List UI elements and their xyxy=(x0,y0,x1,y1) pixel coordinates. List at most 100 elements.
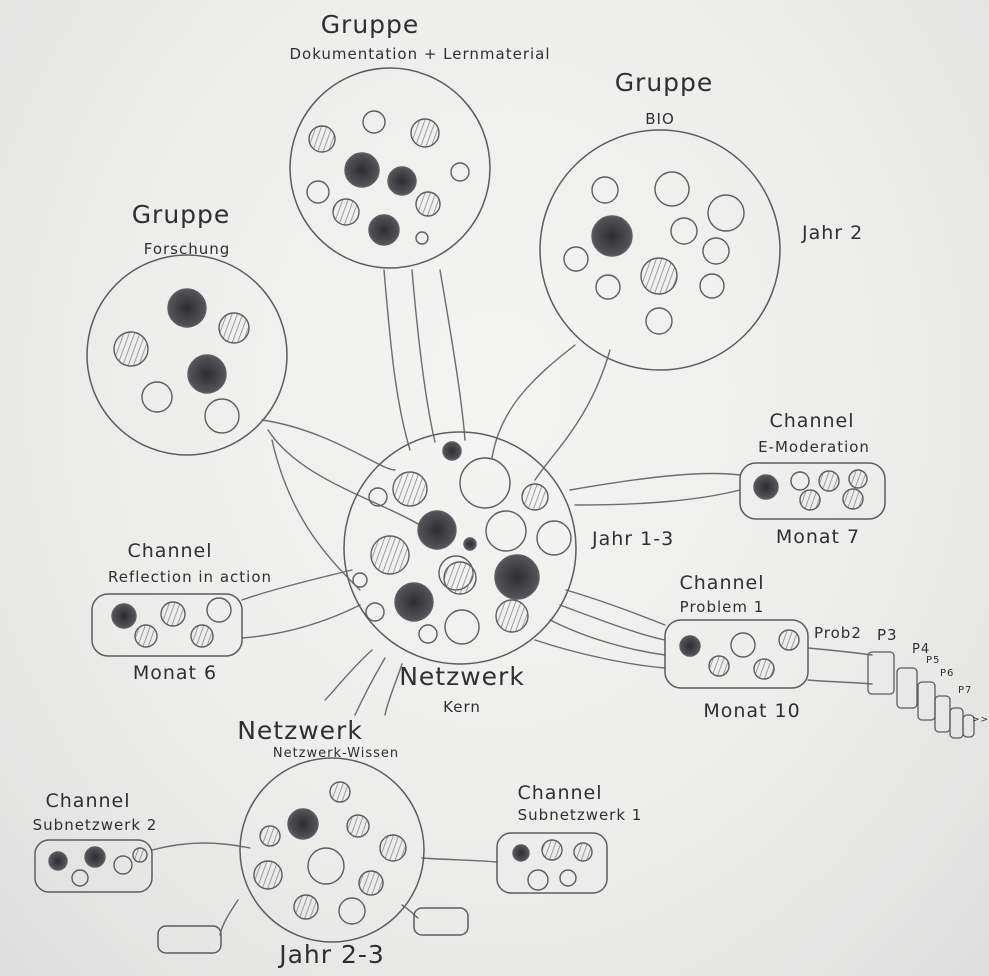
member-dot-hatched xyxy=(379,834,407,862)
channel-emoderation-box xyxy=(739,462,886,520)
member-dot-open xyxy=(699,273,725,299)
connector-problem-chain xyxy=(807,647,873,656)
member-dot-dark xyxy=(463,537,477,551)
connector-bio-core xyxy=(534,349,611,481)
core-title: Netzwerk xyxy=(399,662,525,691)
member-dot-dark xyxy=(167,288,207,328)
connector-problem-chain xyxy=(807,679,873,685)
wissen-subtitle: Netzwerk-Wissen xyxy=(272,746,400,761)
core-note: Jahr 1-3 xyxy=(592,528,675,550)
connector-forschung-core xyxy=(271,439,361,591)
member-dot-open xyxy=(113,855,133,875)
member-dot-dark xyxy=(387,166,417,196)
member-dot-hatched xyxy=(218,312,250,344)
member-dot-open xyxy=(418,624,438,644)
member-dot-dark xyxy=(344,152,380,188)
group-forschung-circle xyxy=(86,254,288,456)
member-dot-hatched xyxy=(415,191,441,217)
member-dot-hatched xyxy=(134,624,158,648)
problem-chain-label: P7 xyxy=(958,685,973,696)
group-doku-subtitle: Dokumentation + Lernmaterial xyxy=(289,45,551,63)
member-dot-dark xyxy=(84,846,106,868)
problem-chain-box xyxy=(896,667,918,709)
member-dot-open xyxy=(559,869,577,887)
problem-chain-label: P5 xyxy=(926,655,941,666)
problem-chain-box xyxy=(917,681,936,721)
member-dot-open xyxy=(527,869,549,891)
member-dot-hatched xyxy=(753,658,775,680)
member-dot-hatched xyxy=(521,483,549,511)
member-dot-open xyxy=(365,602,385,622)
channel-sub1-title: Channel xyxy=(517,782,603,804)
member-dot-open xyxy=(459,457,511,509)
connector-core-down xyxy=(354,657,386,716)
member-dot-hatched xyxy=(392,471,428,507)
wissen-note: Jahr 2-3 xyxy=(279,940,385,969)
member-dot-hatched xyxy=(708,655,730,677)
member-dot-open xyxy=(702,237,730,265)
group-doku-title: Gruppe xyxy=(320,10,420,39)
group-forschung-subtitle: Forschung xyxy=(143,240,231,258)
connector-core-emoderation xyxy=(574,489,741,506)
connector-core-down xyxy=(384,663,403,716)
member-dot-hatched xyxy=(332,198,360,226)
member-dot-open xyxy=(730,632,756,658)
group-bio-title: Gruppe xyxy=(614,68,714,97)
connector-forschung-core xyxy=(267,429,426,529)
member-dot-hatched xyxy=(640,257,678,295)
member-dot-open xyxy=(362,110,386,134)
member-dot-hatched xyxy=(778,629,800,651)
problem-chain-label: >> xyxy=(972,715,989,725)
connector-core-problem xyxy=(534,639,666,669)
member-dot-hatched xyxy=(443,561,477,595)
member-dot-hatched xyxy=(113,331,149,367)
member-dot-open xyxy=(71,869,89,887)
member-dot-dark xyxy=(187,354,227,394)
group-forschung-title: Gruppe xyxy=(131,200,231,229)
member-dot-hatched xyxy=(410,118,440,148)
member-dot-open xyxy=(450,162,470,182)
member-dot-hatched xyxy=(573,842,593,862)
member-dot-hatched xyxy=(799,489,821,511)
member-dot-open xyxy=(654,171,690,207)
member-dot-open xyxy=(368,487,388,507)
wissen-circle xyxy=(239,757,425,943)
member-dot-hatched xyxy=(495,599,529,633)
group-bio-note: Jahr 2 xyxy=(802,222,864,244)
member-dot-dark xyxy=(512,844,530,862)
channel-sub2-box xyxy=(34,839,153,893)
connector-core-problem xyxy=(565,589,666,626)
problem-chain-box xyxy=(949,707,964,739)
channel-problem-title: Channel xyxy=(679,572,765,594)
problem-chain-box xyxy=(934,695,951,733)
member-dot-dark xyxy=(394,582,434,622)
member-dot-open xyxy=(536,520,572,556)
member-dot-open xyxy=(670,217,698,245)
member-dot-dark xyxy=(368,214,400,246)
connector-doku-core xyxy=(383,269,411,451)
wissen-title: Netzwerk xyxy=(237,716,363,745)
channel-problem-box xyxy=(664,619,809,689)
member-dot-open xyxy=(352,572,368,588)
member-dot-dark xyxy=(287,808,319,840)
channel-problem-note: Monat 10 xyxy=(703,700,801,722)
member-dot-hatched xyxy=(848,469,868,489)
member-dot-open xyxy=(307,847,345,885)
core-circle xyxy=(343,431,577,665)
connector-doku-core xyxy=(439,269,466,441)
channel-sub1-box xyxy=(496,832,608,894)
wissen-box-left xyxy=(157,925,222,954)
connector-wissen-sub1 xyxy=(421,857,498,863)
problem-chain-box xyxy=(867,651,895,695)
member-dot-open xyxy=(485,510,527,552)
member-dot-open xyxy=(141,381,173,413)
member-dot-dark xyxy=(417,510,457,550)
member-dot-open xyxy=(591,176,619,204)
member-dot-open xyxy=(444,609,480,645)
member-dot-open xyxy=(707,194,745,232)
member-dot-hatched xyxy=(253,860,283,890)
connector-forschung-core xyxy=(261,419,396,471)
member-dot-dark xyxy=(494,554,540,600)
member-dot-hatched xyxy=(190,624,214,648)
member-dot-open xyxy=(306,180,330,204)
